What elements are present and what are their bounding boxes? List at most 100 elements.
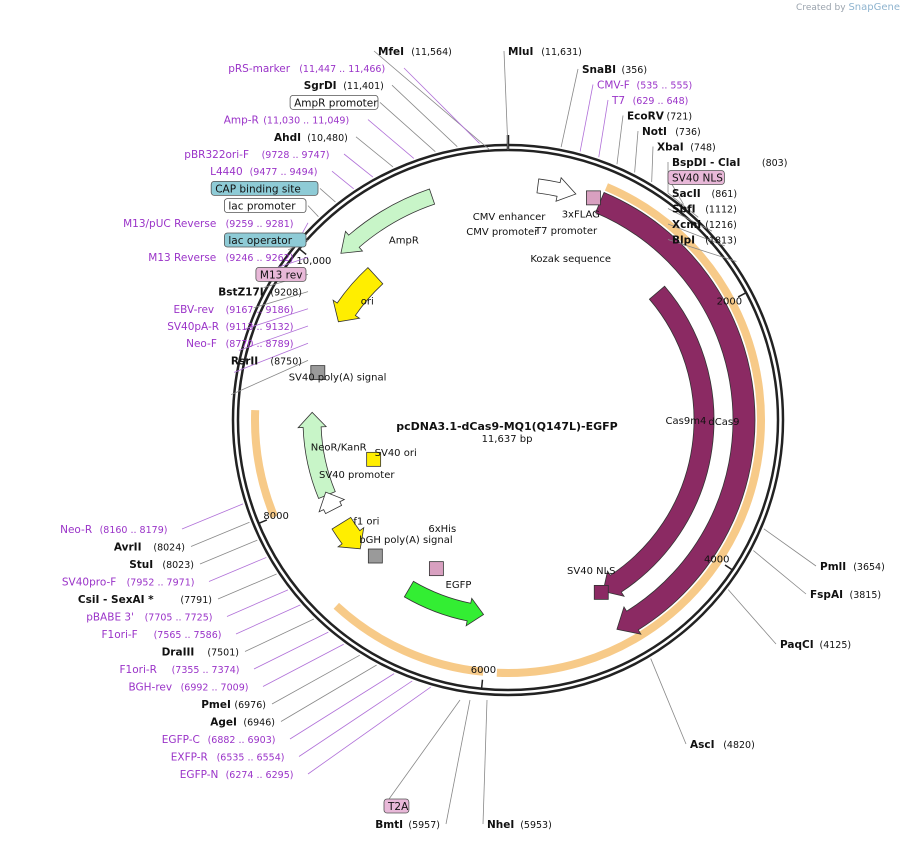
site-leader [298, 680, 413, 757]
site-label-draiii[interactable]: DraIII(7501) [162, 618, 315, 659]
feature-box[interactable] [310, 365, 326, 381]
site-label-cmv-f[interactable]: CMV-F(535 .. 555) [579, 80, 692, 152]
site-label-mlui[interactable]: MluI(11,631) [503, 46, 582, 151]
site-label-bmti[interactable]: BmtI(5957) [375, 699, 471, 831]
site-label-asci[interactable]: AscI(4820) [650, 658, 755, 751]
site-label-pbr322ori-f[interactable]: pBR322ori-F(9728 .. 9747) [184, 149, 374, 178]
site-label-exfp-r[interactable]: EXFP-R(6535 .. 6554) [171, 680, 413, 764]
site-leader [217, 573, 277, 600]
feature-label: ori [361, 297, 374, 308]
site-label-sv40-nls[interactable]: SV40 NLS [667, 170, 725, 205]
site-coord: (9208) [270, 288, 302, 299]
site-coord: (6274 .. 6295) [226, 770, 294, 781]
site-label-pbabe-3-[interactable]: pBABE 3'(7705 .. 7725) [86, 589, 289, 624]
site-coord: (9167 .. 9186) [226, 305, 294, 316]
site-label-egfp-n[interactable]: EGFP-N(6274 .. 6295) [180, 686, 431, 781]
feature-cas9m4[interactable] [602, 285, 715, 597]
site-label-neo-r[interactable]: Neo-R(8160 .. 8179) [60, 503, 244, 536]
site-label-sgrdi[interactable]: SgrDI(11,401) [304, 80, 458, 147]
site-label-egfp-c[interactable]: EGFP-C(6882 .. 6903) [162, 673, 395, 746]
site-label-sv40pro-f[interactable]: SV40pro-F(7952 .. 7971) [62, 557, 267, 589]
site-leader [289, 673, 395, 740]
feature-sv40-promoter[interactable] [318, 491, 346, 515]
feature-dcas9[interactable] [595, 191, 756, 635]
site-coord: (1813) [705, 236, 737, 247]
feature-cmv-enhancer[interactable] [536, 176, 577, 202]
site-label-m13-puc-reverse[interactable]: M13/pUC Reverse(9259 .. 9281) [123, 218, 309, 233]
site-label-sacii[interactable]: SacII(861) [667, 188, 737, 218]
site-label-bstz17i[interactable]: BstZ17I (9208) [218, 287, 309, 309]
site-coord: (8160 .. 8179) [100, 525, 168, 536]
site-label-nhei[interactable]: NheI(5953) [482, 699, 552, 831]
site-leader [244, 618, 315, 652]
site-label-pmei[interactable]: PmeI(6976) [201, 654, 360, 711]
site-label-rsrii[interactable]: RsrII(8750) [231, 355, 309, 395]
feature-label: SV40 NLS [567, 566, 616, 577]
site-coord: (4820) [723, 740, 755, 751]
site-label-stui[interactable]: StuI (8023) [129, 539, 258, 571]
site-label-lac-operator[interactable]: lac operator [223, 232, 309, 251]
site-label-f1ori-r[interactable]: F1ori-R(7355 .. 7374) [120, 631, 329, 676]
tick-label: 10,000 [296, 256, 331, 267]
site-label-bgh-rev[interactable]: BGH-rev(6992 .. 7009) [129, 643, 344, 694]
site-label-avrii[interactable]: AvrII(8024) [114, 521, 250, 554]
feature-neor-kanr[interactable] [297, 411, 336, 500]
feature-box[interactable] [366, 451, 382, 467]
site-leader [331, 170, 354, 190]
site-coord: (8023) [162, 560, 194, 571]
site-name: StuI [129, 559, 153, 571]
site-name: BstZ17I [218, 287, 263, 299]
site-label-ahdi[interactable]: AhdI(10,480) [274, 132, 394, 168]
site-label-lac-promoter[interactable]: lac promoter [223, 198, 319, 217]
site-label-ampr-promoter[interactable]: AmpR promoter [289, 95, 436, 152]
site-label-xbai[interactable]: XbaI(748) [651, 142, 716, 183]
site-label-mfei[interactable]: MfeI(11,564) [373, 46, 491, 151]
site-leader [383, 699, 461, 807]
site-label-t2a[interactable]: T2A [383, 699, 461, 814]
site-leader [235, 604, 301, 635]
site-label-csii-sexai-[interactable]: CsiI - SexAI *(7791) [78, 573, 277, 606]
site-label-t7[interactable]: T7(629 .. 648) [598, 95, 689, 158]
site-name: XcmI [672, 219, 701, 231]
site-label-snabi[interactable]: SnaBI(356) [560, 64, 647, 148]
site-label-paqci[interactable]: PaqCI(4125) [727, 589, 851, 651]
feature-box[interactable] [586, 190, 601, 206]
site-label-agei[interactable]: AgeI(6946) [210, 664, 377, 729]
feature-ori[interactable] [332, 267, 384, 323]
site-label-l4440[interactable]: L4440(9477 .. 9494) [210, 166, 354, 190]
site-leader [199, 539, 258, 565]
site-name: NotI [642, 126, 667, 138]
site-label-cap-binding-site[interactable]: CAP binding site [210, 180, 336, 203]
site-leader [667, 192, 699, 218]
site-name: EGFP-C [162, 734, 200, 746]
site-label-sbfi[interactable]: SbfI(1112) [667, 204, 737, 232]
site-label-sv40pa-r[interactable]: SV40pA-R(9113 .. 9132) [167, 321, 309, 351]
feature-box[interactable] [593, 584, 609, 600]
site-label-f1ori-f[interactable]: F1ori-F(7565 .. 7586) [102, 604, 301, 641]
site-label-ebv-rev[interactable]: EBV-rev(9167 .. 9186) [174, 304, 309, 330]
site-label-amp-r[interactable]: Amp-R(11,030 .. 11,049) [224, 115, 415, 159]
feature-label: AmpR [389, 235, 419, 246]
feature-box[interactable] [428, 561, 444, 577]
site-name: SnaBI [582, 64, 616, 76]
site-label-m13-reverse[interactable]: M13 Reverse(9246 .. 9262) [148, 252, 309, 269]
site-label-ecorv[interactable]: EcoRV(721) [616, 111, 692, 165]
site-label-fspai[interactable]: FspAI(3815) [753, 550, 881, 601]
site-label-blpi[interactable]: BlpI(1813) [667, 235, 737, 262]
site-label-neo-f[interactable]: Neo-F(8770 .. 8789) [186, 338, 309, 373]
site-leader [343, 153, 374, 178]
feature-ampr[interactable] [340, 188, 436, 254]
feature-f1-ori[interactable] [331, 516, 365, 550]
feature-box[interactable] [367, 548, 383, 564]
site-label-xcmi[interactable]: XcmI(1216) [667, 219, 737, 247]
tick-label: 6000 [471, 665, 496, 676]
site-coord: (8024) [153, 543, 185, 554]
feature-egfp[interactable] [403, 580, 485, 627]
site-coord: (11,401) [343, 81, 384, 92]
site-label-m13-rev[interactable]: M13 rev [255, 266, 309, 288]
feature-label: Cas9m4 [666, 416, 707, 427]
site-label-prs-marker[interactable]: pRS-marker(11,447 .. 11,466) [228, 63, 480, 144]
site-label-noti[interactable]: NotI(736) [634, 126, 701, 173]
site-leader [391, 84, 458, 147]
site-label-pmli[interactable]: PmlI(3654) [763, 528, 885, 573]
